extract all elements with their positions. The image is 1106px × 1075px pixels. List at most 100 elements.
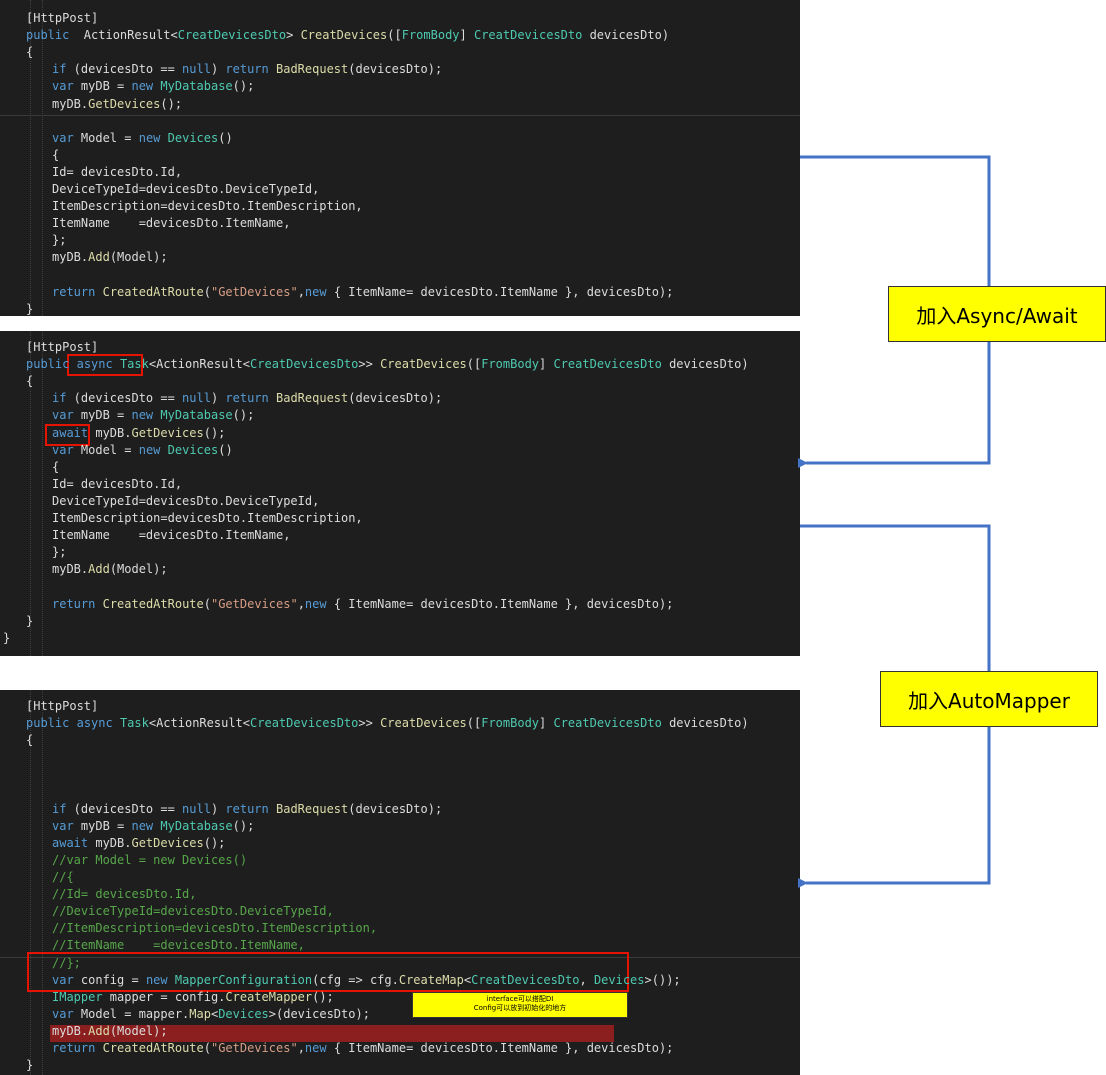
code-token: (Model); (109, 562, 168, 577)
code-token: (); (160, 96, 183, 111)
code-token: return (52, 1041, 96, 1055)
code-line: }; (52, 544, 66, 561)
code-line: var Model = new Devices() (52, 130, 233, 147)
code-token: (); (232, 818, 255, 833)
code-token: MyDatabase (160, 79, 233, 94)
code-token: "GetDevices" (210, 284, 298, 299)
code-token: BadRequest (276, 62, 349, 77)
code-token: ( (203, 1041, 211, 1055)
code-line: //DeviceTypeId=devicesDto.DeviceTypeId, (52, 903, 334, 920)
code-line: myDB.GetDevices(); (52, 96, 182, 113)
code-token: mapper = config. (102, 989, 226, 1004)
code-token: new (304, 596, 327, 611)
code-token: Task (119, 716, 149, 731)
code-token: DeviceTypeId=devicesDto.DeviceTypeId, (52, 182, 320, 196)
code-token: CreatDevicesDto (250, 357, 359, 372)
code-token: GetDevices (88, 96, 161, 111)
code-line: IMapper mapper = config.CreateMapper(); (52, 989, 334, 1006)
code-token: Model = (73, 130, 139, 145)
code-token: [HttpPost] (26, 340, 99, 354)
code-token: CreatDevicesDto (177, 28, 287, 43)
code-line: ItemDescription=devicesDto.ItemDescripti… (52, 510, 363, 527)
code-token: devicesDto) (661, 716, 749, 731)
code-line: //}; (52, 955, 81, 972)
code-line: //{ (52, 869, 74, 886)
code-panel-automapper: interface可以搭配DI Config可以放到初始化的地方 [HttpPo… (0, 690, 800, 1075)
code-panel-async: [HttpPost]public async Task<ActionResult… (0, 331, 800, 656)
code-line: { (26, 44, 33, 61)
code-token: (); (232, 79, 255, 94)
code-token: public (26, 357, 70, 372)
code-token: BadRequest (276, 391, 349, 406)
code-token: Id= devicesDto.Id, (52, 164, 183, 179)
code-token: (devicesDto == (66, 391, 183, 406)
code-token: < (210, 1006, 219, 1021)
code-line: var config = new MapperConfiguration(cfg… (52, 972, 681, 989)
code-token: } (26, 613, 34, 628)
code-token: null (182, 391, 211, 406)
code-token: await (52, 835, 89, 850)
code-token: (); (312, 989, 334, 1004)
code-line: { (52, 147, 59, 164)
code-token: (devicesDto); (348, 62, 443, 77)
code-token: { (26, 45, 34, 60)
code-token: CreatDevices (300, 28, 388, 43)
code-token: () (218, 442, 233, 457)
indent-guide (42, 690, 44, 1075)
code-line: ItemName =devicesDto.ItemName, (52, 527, 290, 544)
code-token: IMapper (52, 989, 103, 1004)
code-token: (); (232, 408, 255, 423)
code-token: Model = mapper. (73, 1006, 190, 1021)
code-line: Id= devicesDto.Id, (52, 476, 182, 493)
code-line: public async Task<ActionResult<CreatDevi… (26, 715, 749, 732)
code-token: (); (203, 425, 226, 440)
code-token: FromBody (481, 357, 540, 372)
code-token: ] (459, 28, 474, 43)
code-line: var Model = new Devices() (52, 442, 233, 459)
code-token: ) (210, 62, 226, 77)
code-token: (cfg => cfg. (312, 972, 399, 987)
code-line: } (26, 613, 33, 630)
code-token: return (225, 391, 269, 406)
code-token: config = (73, 972, 146, 987)
code-token: var (52, 972, 74, 987)
indent-guide (42, 331, 44, 656)
code-token: ) (210, 391, 226, 406)
indent-guide (30, 0, 32, 316)
code-token: , (579, 972, 594, 987)
code-line: { (52, 459, 59, 476)
code-token: CreatDevicesDto (471, 972, 580, 987)
code-line: DeviceTypeId=devicesDto.DeviceTypeId, (52, 181, 319, 198)
automapper-label: 加入AutoMapper (908, 688, 1070, 713)
code-token: < (463, 972, 472, 987)
code-token: , (297, 596, 305, 611)
code-token: (devicesDto == (66, 62, 183, 77)
code-token: Devices (167, 130, 219, 145)
code-line: var myDB = new MyDatabase(); (52, 407, 254, 424)
code-line: public ActionResult<CreatDevicesDto> Cre… (26, 27, 669, 44)
code-token: [HttpPost] (26, 11, 99, 25)
code-token: ] (539, 357, 554, 372)
code-token: >> (358, 357, 381, 372)
code-token: ItemName =devicesDto.ItemName, (52, 216, 291, 231)
code-line: }; (52, 232, 66, 249)
code-token: } (3, 630, 11, 645)
editor-separator (0, 957, 800, 958)
code-token: CreatDevicesDto (553, 357, 662, 372)
code-token: devicesDto) (582, 28, 670, 43)
code-line: await myDB.GetDevices(); (52, 425, 225, 442)
code-token: <ActionResult< (148, 357, 251, 372)
code-token: null (182, 62, 211, 77)
code-token: FromBody (481, 716, 540, 731)
code-line: } (26, 1057, 33, 1074)
code-token: public (26, 28, 77, 43)
code-token: >()); (644, 972, 681, 987)
code-line: DeviceTypeId=devicesDto.DeviceTypeId, (52, 493, 319, 510)
async-task-highlight (67, 354, 143, 376)
code-token: Map (189, 1006, 211, 1021)
code-token: MyDatabase (160, 408, 233, 423)
code-token: ] (539, 716, 554, 731)
code-line: } (3, 630, 10, 647)
code-token: ([ (466, 716, 482, 731)
code-token: null (182, 801, 211, 816)
